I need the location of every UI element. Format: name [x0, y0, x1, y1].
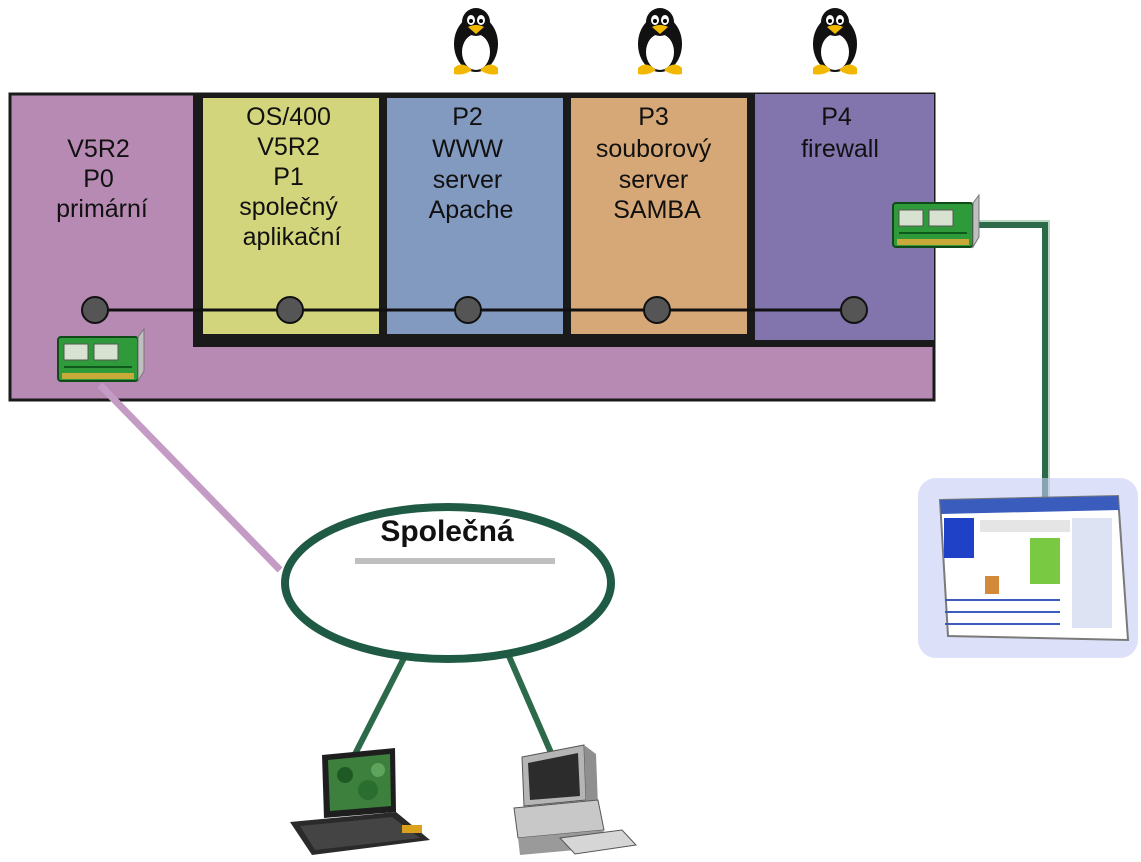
lan-cable [97, 382, 283, 573]
linux-penguin-icon [454, 8, 498, 75]
desktop-computer-icon [513, 744, 638, 855]
partition-p0-label: V5R2 P0 primární [56, 135, 148, 223]
linux-penguin-icon [638, 8, 682, 75]
firewall-cable [976, 222, 1048, 505]
shared-network-cloud [281, 503, 615, 663]
laptop-cable [349, 656, 407, 762]
virtual-lan-port [81, 296, 109, 324]
virtual-lan-port [454, 296, 482, 324]
partition-p3-label: P3 souborový server SAMBA [596, 103, 718, 224]
virtual-lan-port [276, 296, 304, 324]
virtual-lan-port [643, 296, 671, 324]
partition-p2-background [387, 98, 563, 334]
web-browser-icon [918, 478, 1138, 658]
partition-p1-label: OS/400 V5R2 P1 společný aplikační [239, 103, 345, 251]
partition-p3-background [571, 98, 747, 334]
desktop-cable [505, 652, 555, 757]
partition-p4-label: P4 firewall [801, 103, 879, 163]
network-label: Společná [380, 515, 514, 548]
virtual-lan-port [840, 296, 868, 324]
network-adapter-icon [892, 194, 980, 248]
partition-p2-label: P2 WWW server Apache [429, 103, 514, 224]
laptop-icon [290, 748, 430, 855]
network-adapter-icon [57, 328, 145, 382]
linux-penguin-icon [813, 8, 857, 75]
partition-p1-background [203, 98, 379, 334]
